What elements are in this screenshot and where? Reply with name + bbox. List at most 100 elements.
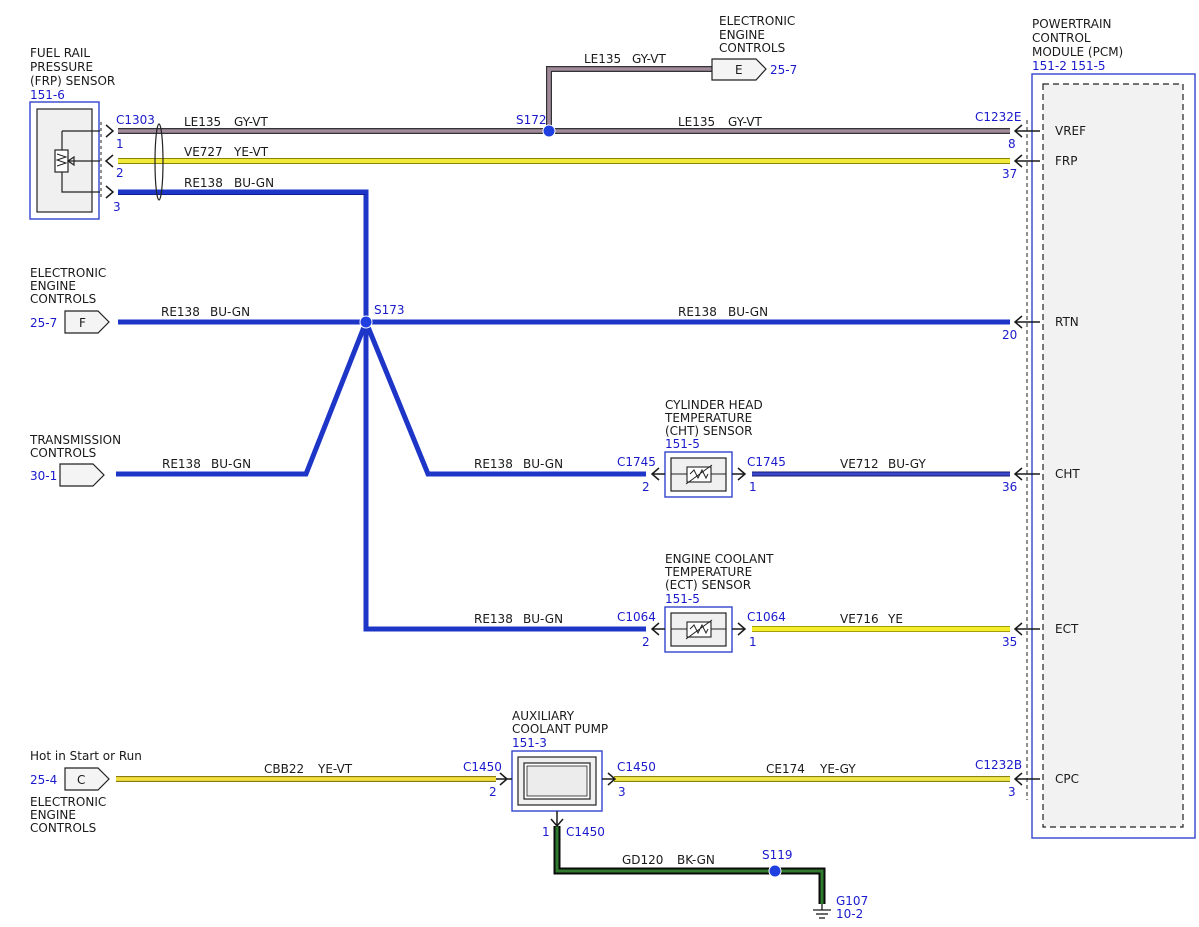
hot-c-connector[interactable]	[64, 767, 110, 791]
cht-name-2: TEMPERATURE	[664, 411, 752, 425]
label-re138-trans-circuit: RE138	[162, 457, 201, 471]
frp-connector[interactable]: C1303	[116, 113, 155, 127]
eec-f-letter: F	[79, 316, 86, 330]
label-ve716-circuit: VE716	[840, 612, 879, 626]
label-gd120-color: BK-GN	[677, 853, 715, 867]
hot-ref[interactable]: 25-4	[30, 773, 57, 787]
ect-ref[interactable]: 151-5	[665, 592, 700, 606]
eec-e-ref[interactable]: 25-7	[770, 63, 797, 77]
ground-icon	[813, 904, 831, 919]
splice-s119[interactable]	[768, 864, 782, 878]
aux-connector-left[interactable]: C1450	[463, 760, 502, 774]
trans-ref[interactable]: 30-1	[30, 469, 57, 483]
wire-labels: LE135 GY-VT LE135 GY-VT LE135 GY-VT VE72…	[161, 52, 926, 867]
label-re138-frp-color: BU-GN	[234, 176, 274, 190]
cht-connector-right[interactable]: C1745	[747, 455, 786, 469]
ect-pin-arrows	[650, 622, 747, 636]
cht-name-1: CYLINDER HEAD	[665, 398, 763, 412]
aux-name-1: AUXILIARY	[512, 709, 575, 723]
eec-f-ref[interactable]: 25-7	[30, 316, 57, 330]
label-ve712-color: BU-GY	[888, 457, 926, 471]
cht-sensor[interactable]	[664, 451, 733, 498]
ect-connector-left[interactable]: C1064	[617, 610, 656, 624]
splice-s172[interactable]	[542, 124, 556, 138]
cht-pin-arrows	[650, 467, 747, 481]
pcm-pin-3: 3	[1008, 785, 1016, 799]
cht-ref[interactable]: 151-5	[665, 437, 700, 451]
label-cbb22-color: YE-VT	[317, 762, 353, 776]
eec-e-connector[interactable]	[711, 58, 767, 81]
aux-pin-2: 2	[489, 785, 497, 799]
pcm-ref[interactable]: 151-2 151-5	[1032, 59, 1106, 73]
label-ve727-color: YE-VT	[233, 145, 269, 159]
pcm-name-2: CONTROL	[1032, 31, 1091, 45]
frp-name-2: PRESSURE	[30, 60, 93, 74]
aux-pin-arrows	[496, 772, 617, 828]
aux-pump[interactable]	[511, 750, 603, 812]
frp-pin-2: 2	[116, 166, 124, 180]
frp-ref[interactable]: 151-6	[30, 88, 65, 102]
label-re138-pcm-circuit: RE138	[678, 305, 717, 319]
aux-connector-gnd[interactable]: C1450	[566, 825, 605, 839]
frp-pin-3: 3	[113, 200, 121, 214]
pcm-connector-c1232e[interactable]: C1232E	[975, 110, 1022, 124]
trans-name-1: TRANSMISSION	[29, 433, 121, 447]
label-le135-top-circuit: LE135	[584, 52, 621, 66]
aux-name-2: COOLANT PUMP	[512, 722, 608, 736]
frp-name-1: FUEL RAIL	[30, 46, 90, 60]
pcm-name-3: MODULE (PCM)	[1032, 45, 1123, 59]
pcm-connector-c1232b[interactable]: C1232B	[975, 758, 1022, 772]
label-re138-frp-circuit: RE138	[184, 176, 223, 190]
label-ve716-color: YE	[887, 612, 903, 626]
aux-connector-right[interactable]: C1450	[617, 760, 656, 774]
cht-name-3: (CHT) SENSOR	[665, 424, 753, 438]
label-re138-pcm-color: BU-GN	[728, 305, 768, 319]
ect-name-3: (ECT) SENSOR	[665, 578, 751, 592]
label-gd120-circuit: GD120	[622, 853, 663, 867]
eec-f-name-2: ENGINE	[30, 279, 76, 293]
eec-f-name-3: CONTROLS	[30, 292, 96, 306]
cht-pin-2: 2	[642, 480, 650, 494]
splice-s173[interactable]	[359, 315, 373, 329]
eec-f-connector[interactable]	[64, 310, 110, 334]
twisted-pair-symbol	[154, 123, 164, 201]
trans-connector[interactable]	[59, 463, 105, 487]
pcm-signal-frp: FRP	[1055, 154, 1077, 168]
ect-name-2: TEMPERATURE	[664, 565, 752, 579]
pcm-pin-37: 37	[1002, 167, 1017, 181]
aux-ref[interactable]: 151-3	[512, 736, 547, 750]
ect-sensor[interactable]	[664, 606, 733, 653]
label-le135-top-color: GY-VT	[632, 52, 666, 66]
label-ce174-color: YE-GY	[819, 762, 856, 776]
pcm-signal-ect: ECT	[1055, 622, 1079, 636]
hot-name-2: ENGINE	[30, 808, 76, 822]
eec-e-letter: E	[735, 63, 743, 77]
label-le135-a-color: GY-VT	[234, 115, 268, 129]
frp-pin-1: 1	[116, 137, 124, 151]
eec-e-name-1: ELECTRONIC	[719, 14, 795, 28]
pcm-signal-rtn: RTN	[1055, 315, 1079, 329]
splice-s119-label: S119	[762, 848, 793, 862]
pcm-module[interactable]	[1026, 73, 1196, 839]
trans-name-2: CONTROLS	[30, 446, 96, 460]
eec-e-name-2: ENGINE	[719, 28, 765, 42]
ground-ref[interactable]: 10-2	[836, 907, 863, 921]
label-re138-cht-circuit: RE138	[474, 457, 513, 471]
frp-sensor[interactable]	[29, 101, 102, 220]
cht-connector-left[interactable]: C1745	[617, 455, 656, 469]
wire-le135-top[interactable]	[546, 66, 712, 131]
label-re138-ect-circuit: RE138	[474, 612, 513, 626]
ect-connector-right[interactable]: C1064	[747, 610, 786, 624]
cht-pin-1: 1	[749, 480, 757, 494]
wire-re138-network[interactable]	[116, 189, 1010, 632]
aux-pin-3: 3	[618, 785, 626, 799]
label-re138-cht-color: BU-GN	[523, 457, 563, 471]
ground-id[interactable]: G107	[836, 894, 868, 908]
label-re138-f-circuit: RE138	[161, 305, 200, 319]
aux-pin-1: 1	[542, 825, 550, 839]
label-re138-trans-color: BU-GN	[211, 457, 251, 471]
wire-gd120[interactable]	[553, 826, 826, 904]
pcm-signal-cpc: CPC	[1055, 772, 1079, 786]
ect-name-1: ENGINE COOLANT	[665, 552, 774, 566]
label-le135-b-circuit: LE135	[678, 115, 715, 129]
